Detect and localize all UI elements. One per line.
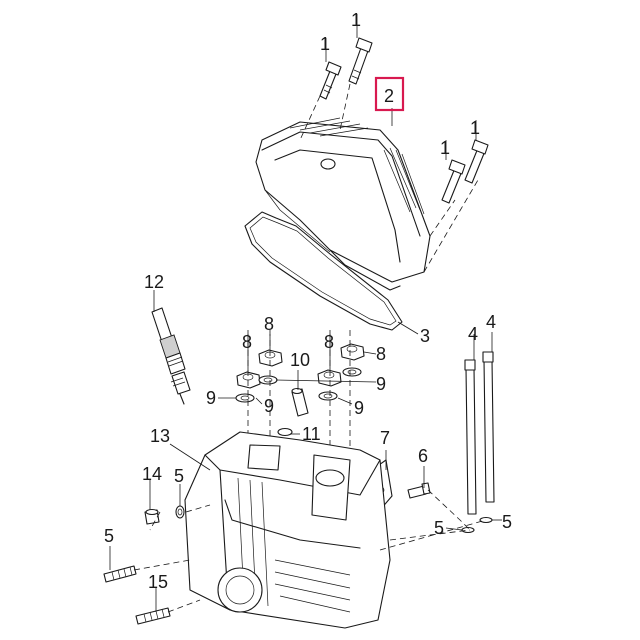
callout-1[interactable]: 1: [470, 118, 480, 138]
callout-5[interactable]: 5: [174, 466, 184, 486]
callout-3[interactable]: 3: [420, 326, 430, 346]
nut-8-d[interactable]: [340, 343, 365, 361]
bolt-1-right-b[interactable]: [464, 139, 489, 184]
cylinder-head[interactable]: [184, 431, 391, 629]
washer-5-plug[interactable]: [175, 505, 185, 519]
bolt-1-right-a[interactable]: [441, 159, 466, 204]
callout-4[interactable]: 4: [486, 312, 496, 332]
callout-9[interactable]: 9: [206, 388, 216, 408]
stud-15[interactable]: [135, 607, 171, 625]
callout-1[interactable]: 1: [440, 138, 450, 158]
highlight-box-callout-2: [374, 76, 405, 112]
callout-9[interactable]: 9: [264, 396, 274, 416]
callout-1[interactable]: 1: [320, 34, 330, 54]
bolt-1-right-top[interactable]: [348, 37, 373, 85]
callout-12[interactable]: 12: [144, 272, 164, 292]
stud-4-right[interactable]: [482, 351, 495, 503]
callout-15[interactable]: 15: [148, 572, 168, 592]
callout-10[interactable]: 10: [290, 350, 310, 370]
callout-6[interactable]: 6: [418, 446, 428, 466]
valve-cover-gasket[interactable]: [244, 211, 403, 331]
callout-9[interactable]: 9: [354, 398, 364, 418]
washer-5-studs[interactable]: [461, 516, 493, 534]
plug-14[interactable]: [144, 508, 160, 525]
callout-5[interactable]: 5: [104, 526, 114, 546]
callout-4[interactable]: 4: [468, 324, 478, 344]
callout-labels: 1 1 1 1 2 3 4 4 5 5 5 5 6 7 8 8 8 8 9 9 …: [104, 10, 512, 592]
callout-2[interactable]: 2: [384, 86, 394, 106]
callout-8[interactable]: 8: [264, 314, 274, 334]
valve-cover[interactable]: [255, 117, 431, 291]
washer-9-group[interactable]: [235, 367, 362, 403]
bolt-1-left[interactable]: [319, 61, 342, 100]
dowel-pin[interactable]: [291, 387, 309, 417]
callout-8[interactable]: 8: [376, 344, 386, 364]
callout-5[interactable]: 5: [502, 512, 512, 532]
nut-8-a[interactable]: [236, 371, 261, 389]
callout-7[interactable]: 7: [380, 428, 390, 448]
leader-lines: [109, 14, 502, 612]
callout-14[interactable]: 14: [142, 464, 162, 484]
o-ring[interactable]: [277, 427, 293, 437]
callout-9[interactable]: 9: [376, 374, 386, 394]
spark-plug[interactable]: [151, 307, 191, 405]
callout-1[interactable]: 1: [351, 10, 361, 30]
stud-5-lower[interactable]: [103, 565, 137, 583]
callout-8[interactable]: 8: [242, 332, 252, 352]
nut-8-b[interactable]: [258, 349, 283, 367]
callout-5[interactable]: 5: [434, 518, 444, 538]
callout-13[interactable]: 13: [150, 426, 170, 446]
bolt-6[interactable]: [407, 482, 431, 499]
callout-11[interactable]: 11: [302, 424, 321, 444]
callout-8[interactable]: 8: [324, 332, 334, 352]
nut-8-c[interactable]: [317, 369, 342, 387]
stud-4-left[interactable]: [464, 359, 477, 515]
